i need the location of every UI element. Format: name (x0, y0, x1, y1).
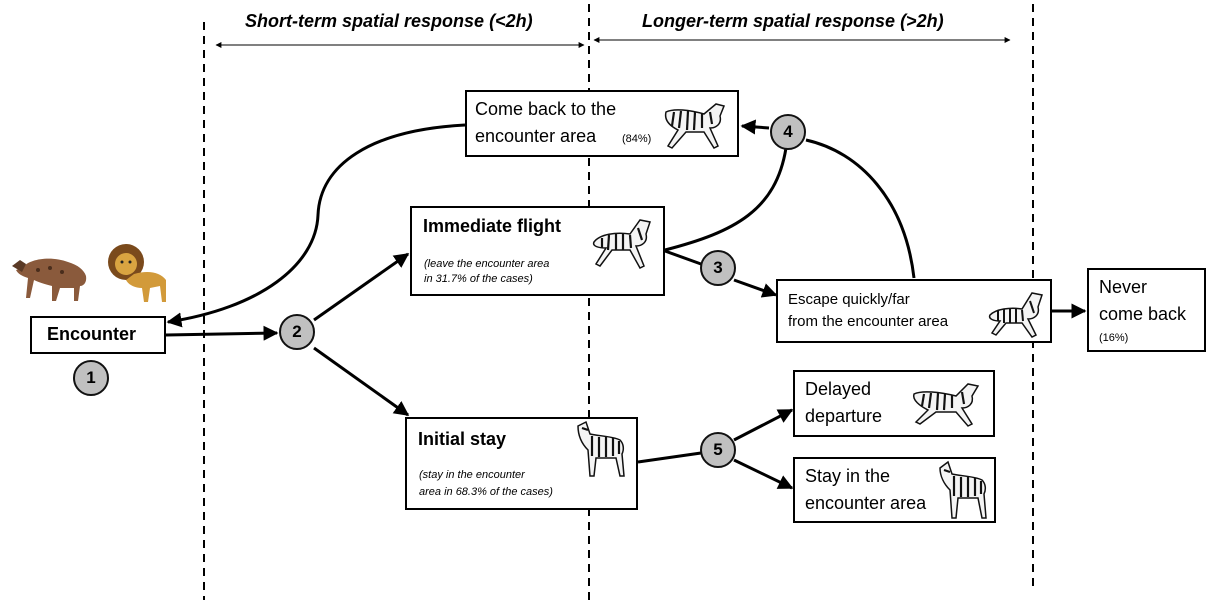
come-back-line2: encounter area (475, 126, 597, 146)
edge-3-to-escape (733, 278, 778, 298)
encounter-box: Encounter (30, 316, 166, 354)
node-5: 5 (700, 432, 736, 468)
escape-box: Escape quickly/far from the encounter ar… (776, 279, 1052, 343)
edge-2-to-stay (313, 346, 410, 417)
edge-4-to-comeback (740, 119, 770, 135)
edge-escape-to-4 (805, 138, 916, 279)
immediate-flight-note-line2: in 31.7% of the cases) (424, 273, 533, 285)
edge-stay-to-5 (637, 451, 702, 464)
never-line2: come back (1099, 304, 1187, 324)
header-short-term: Short-term spatial response (<2h) (245, 11, 533, 31)
delayed-line2: departure (805, 406, 883, 426)
initial-stay-note-line2: area in 68.3% of the cases) (419, 486, 553, 498)
edge-encounter-to-2 (165, 325, 279, 341)
encounter-label: Encounter (47, 324, 137, 344)
immediate-flight-title: Immediate flight (423, 216, 562, 236)
node-3: 3 (700, 250, 736, 286)
edge-comeback-to-encounter (166, 123, 466, 328)
delayed-line1: Delayed (805, 379, 872, 399)
never-come-back-box: Never come back (16%) (1087, 268, 1206, 352)
zebra-icon (592, 219, 651, 269)
node-2: 2 (279, 314, 315, 350)
lion-icon (108, 244, 166, 302)
node-1: 1 (73, 360, 109, 396)
stay-area-line2: encounter area (805, 493, 927, 513)
zebra-icon (988, 292, 1043, 338)
edge-5-to-stayarea (733, 458, 794, 490)
node-4: 4 (770, 114, 806, 150)
zebra-icon (939, 460, 987, 519)
edge-flight-to-3 (664, 249, 702, 266)
escape-line2: from the encounter area (788, 313, 949, 330)
zebra-icon (912, 383, 980, 427)
zebra-icon (664, 103, 726, 149)
hyena-icon (12, 258, 87, 301)
come-back-percent: (84%) (622, 133, 652, 145)
edge-2-to-flight (313, 252, 410, 322)
edge-5-to-delayed (733, 408, 794, 442)
stay-area-line1: Stay in the (805, 466, 891, 486)
initial-stay-title: Initial stay (418, 429, 507, 449)
initial-stay-box: Initial stay (stay in the encounter area… (405, 417, 638, 510)
immediate-flight-note-line1: (leave the encounter area (424, 258, 550, 270)
immediate-flight-box: Immediate flight (leave the encounter ar… (410, 206, 665, 296)
escape-line1: Escape quickly/far (788, 291, 910, 308)
never-line1: Never (1099, 277, 1148, 297)
zebra-icon (577, 420, 625, 477)
come-back-line1: Come back to the (475, 99, 617, 119)
edge-flight-to-4 (664, 147, 788, 252)
never-percent: (16%) (1099, 332, 1129, 344)
initial-stay-note-line1: (stay in the encounter (419, 469, 525, 481)
header-longer-term: Longer-term spatial response (>2h) (642, 11, 944, 31)
